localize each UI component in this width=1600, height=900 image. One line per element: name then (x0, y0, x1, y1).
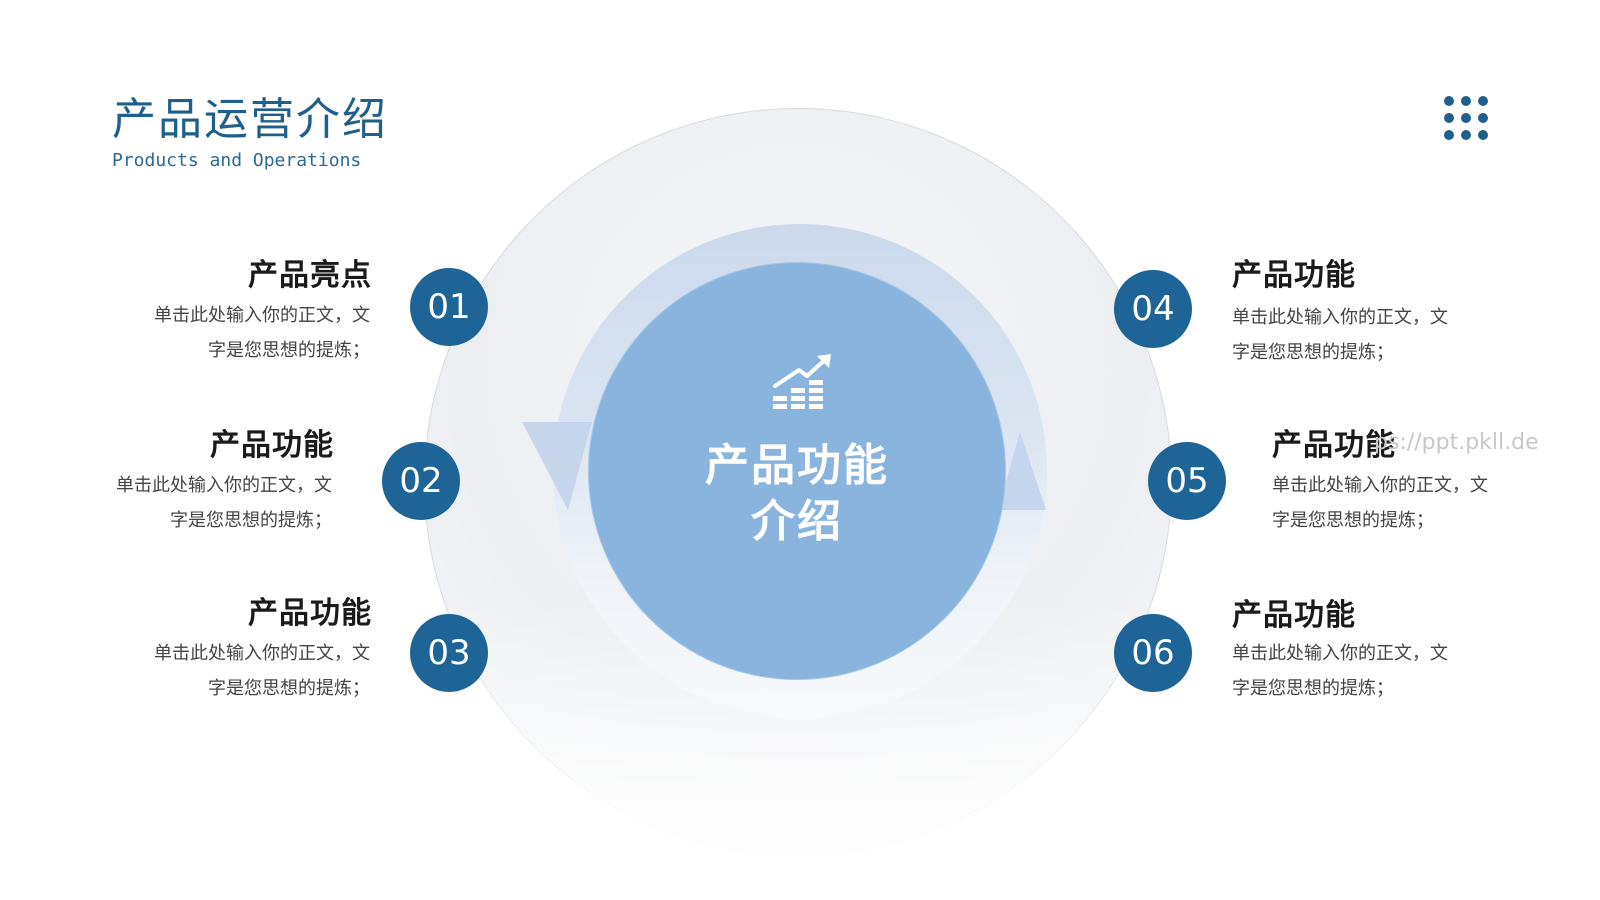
item-text-line: 字是您思想的提炼； (1272, 510, 1434, 531)
item-text-line: 字是您思想的提炼； (208, 678, 370, 699)
item-title: 产品功能 (1272, 428, 1396, 463)
center-title-line1: 产品功能 (705, 440, 889, 491)
center-title: 产品功能 介绍 (638, 438, 956, 550)
title-block: 产品运营介绍 Products and Operations (112, 92, 388, 171)
item-text-line: 字是您思想的提炼； (1232, 342, 1394, 363)
item-text-line: 单击此处输入你的正文，文 (154, 643, 370, 664)
item-text: 单击此处输入你的正文，文 字是您思想的提炼； (1272, 468, 1512, 538)
item-text-line: 字是您思想的提炼； (1232, 678, 1394, 699)
item-text: 单击此处输入你的正文，文 字是您思想的提炼； (130, 636, 370, 706)
item-text-line: 单击此处输入你的正文，文 (154, 305, 370, 326)
item-title: 产品功能 (248, 596, 372, 631)
page-subtitle: Products and Operations (112, 150, 362, 171)
page-title: 产品运营介绍 (112, 94, 388, 145)
center-circle (588, 262, 1006, 680)
watermark-text: ps://ppt.pkll.de (1374, 430, 1539, 455)
number-badge: 06 (1114, 614, 1192, 692)
item-text: 单击此处输入你的正文，文 字是您思想的提炼； (130, 298, 370, 368)
right-arrow-head (998, 432, 1046, 510)
item-text-line: 单击此处输入你的正文，文 (1232, 643, 1448, 664)
item-text: 单击此处输入你的正文，文 字是您思想的提炼； (1232, 636, 1472, 706)
number-badge: 01 (410, 268, 488, 346)
item-title: 产品功能 (1232, 258, 1356, 293)
item-text-line: 字是您思想的提炼； (170, 510, 332, 531)
dots-grid-icon (1444, 96, 1492, 142)
number-badge: 05 (1148, 442, 1226, 520)
number-badge: 04 (1114, 270, 1192, 348)
item-text-line: 单击此处输入你的正文，文 (1232, 307, 1448, 328)
item-text-line: 单击此处输入你的正文，文 (116, 475, 332, 496)
number-badge: 03 (410, 614, 488, 692)
item-title: 产品功能 (1232, 598, 1356, 633)
item-title: 产品功能 (210, 428, 334, 463)
item-text: 单击此处输入你的正文，文 字是您思想的提炼； (92, 468, 332, 538)
left-arrow-head (522, 422, 592, 510)
cycle-arrows-icon (522, 422, 1046, 510)
item-text: 单击此处输入你的正文，文 字是您思想的提炼； (1232, 300, 1472, 370)
item-title: 产品亮点 (248, 258, 372, 293)
growth-chart-icon (773, 354, 831, 409)
number-badge: 02 (382, 442, 460, 520)
item-text-line: 字是您思想的提炼； (208, 340, 370, 361)
item-text-line: 单击此处输入你的正文，文 (1272, 475, 1488, 496)
center-title-line2: 介绍 (751, 496, 843, 547)
